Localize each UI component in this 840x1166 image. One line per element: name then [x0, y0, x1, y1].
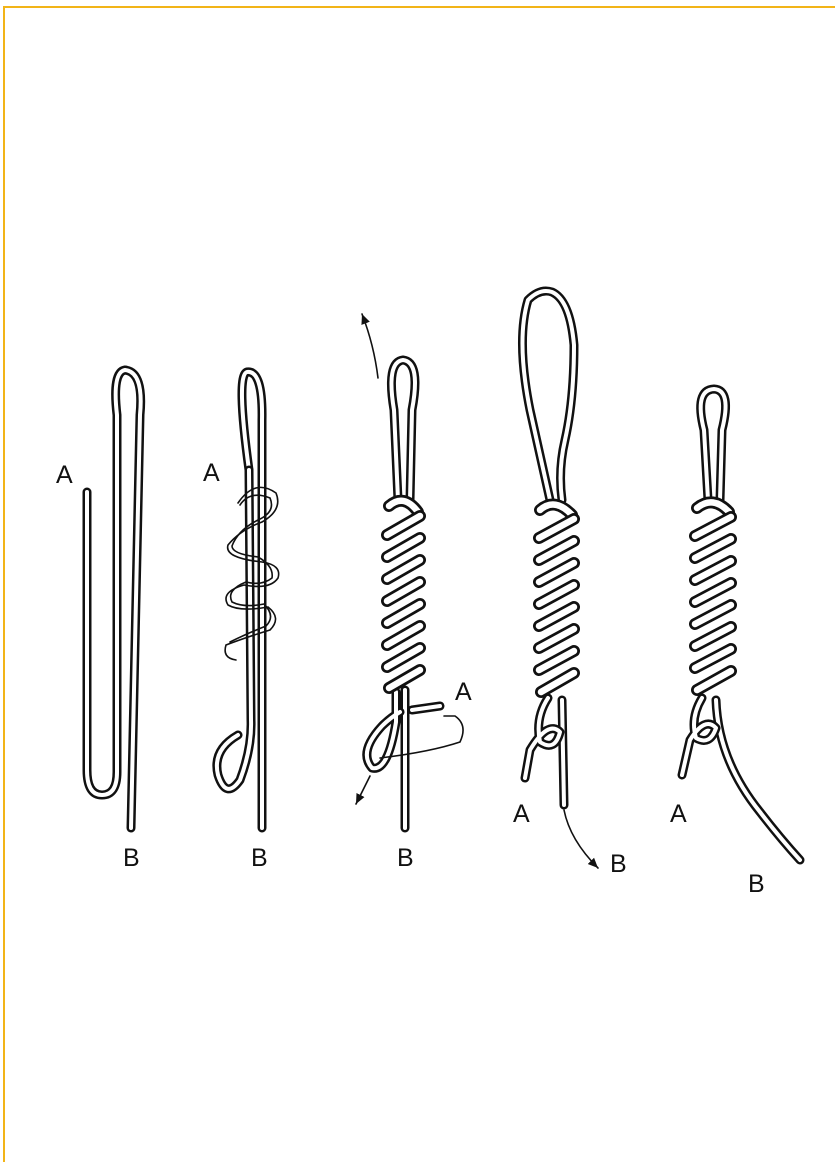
step-1-rope — [87, 370, 141, 828]
step-3-label-b: B — [397, 844, 414, 872]
step-4-coils — [539, 505, 574, 692]
step-3-arrow-up — [362, 314, 378, 378]
step-1-label-b: B — [123, 844, 140, 872]
step-4-arrow-b — [564, 810, 598, 868]
step-2-rope — [217, 372, 262, 828]
step-1-label-a: A — [56, 461, 73, 489]
step-3: A B — [356, 314, 472, 872]
step-1: A B — [56, 370, 141, 872]
step-2: A B — [203, 372, 279, 872]
step-2-label-a: A — [203, 459, 220, 487]
step-4-label-b: B — [610, 850, 627, 878]
step-5: A B — [670, 389, 800, 898]
step-4-label-a: A — [513, 800, 530, 828]
step-5-coils — [695, 502, 731, 690]
step-3-arrow-down — [356, 776, 370, 804]
step-5-label-a: A — [670, 800, 687, 828]
step-5-label-b: B — [748, 870, 765, 898]
step-2-label-b: B — [251, 844, 268, 872]
step-3-coils — [387, 501, 420, 688]
step-4: A B — [513, 291, 627, 878]
step-3-label-a: A — [455, 678, 472, 706]
